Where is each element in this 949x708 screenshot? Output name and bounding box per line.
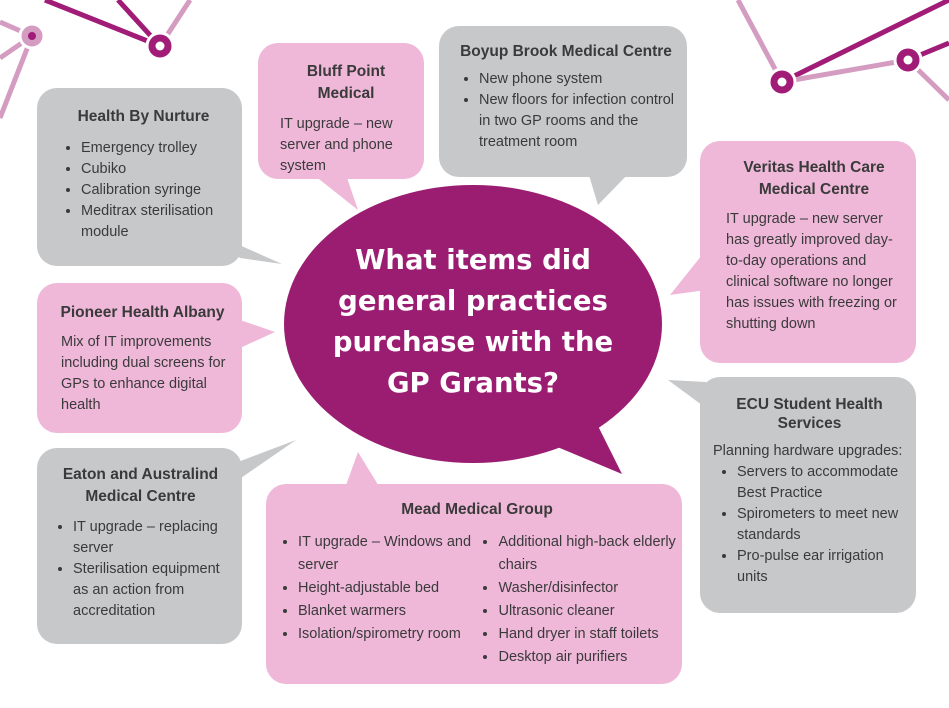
bubble-health-by-nurture: Health By Nurture Emergency trolley Cubi… [37, 88, 242, 266]
item-list: IT upgrade – replacing server Sterilisat… [49, 517, 232, 622]
tail-boyup-brook [588, 172, 630, 205]
bubble-title: Health By Nurture [77, 108, 210, 125]
tail-eaton [238, 440, 296, 480]
list-item: Hand dryer in staff toilets [498, 623, 676, 646]
list-item: IT upgrade – replacing server [73, 517, 232, 559]
central-question: What items did general practices purchas… [332, 244, 614, 399]
list-item: Washer/disinfector [498, 577, 676, 600]
bubble-eaton: Eaton and Australind Medical Centre IT u… [37, 448, 242, 644]
bubble-text: IT upgrade – new server and phone system [280, 116, 393, 174]
list-item: Meditrax sterilisation module [81, 201, 230, 243]
bubble-title: Pioneer Health Albany [60, 304, 225, 321]
list-item: Calibration syringe [81, 180, 230, 201]
tail-pioneer [240, 320, 275, 348]
bubble-title: Bluff Point Medical [306, 63, 386, 102]
network-decoration-top-left [0, 0, 193, 119]
list-item: Pro-pulse ear irrigation units [737, 546, 906, 588]
tail-bluff-point [310, 172, 358, 210]
item-list-right: Additional high-back elderly chairs Wash… [478, 531, 676, 669]
list-item: Blanket warmers [298, 600, 478, 623]
list-item: New phone system [479, 69, 677, 90]
bubble-title: Veritas Health Care Medical Centre [743, 159, 885, 198]
list-item: Cubiko [81, 159, 230, 180]
network-decoration-top-right [735, 0, 949, 102]
central-question-bubble: What items did general practices purchas… [284, 185, 662, 463]
tail-mead [345, 452, 380, 488]
bubble-pioneer: Pioneer Health Albany Mix of IT improvem… [37, 283, 242, 433]
bubble-intro: Planning hardware upgrades: [713, 443, 903, 459]
list-item: Sterilisation equipment as an action fro… [73, 559, 232, 622]
item-list: Emergency trolley Cubiko Calibration syr… [57, 138, 230, 243]
item-list: Servers to accommodate Best Practice Spi… [713, 462, 906, 588]
tail-central [555, 420, 622, 474]
item-list: New phone system New floors for infectio… [455, 69, 677, 153]
list-item: Spirometers to meet new standards [737, 504, 906, 546]
item-list-left: IT upgrade – Windows and server Height-a… [278, 531, 478, 669]
bubble-title: Mead Medical Group [401, 501, 553, 518]
list-item: New floors for infection control in two … [479, 90, 677, 153]
tail-ecu [668, 380, 706, 408]
list-item: Desktop air purifiers [498, 646, 676, 669]
list-item: Emergency trolley [81, 138, 230, 159]
bubble-ecu: ECU Student Health Services Planning har… [700, 377, 916, 613]
bubble-text: Mix of IT improvements including dual sc… [61, 334, 226, 413]
bubble-title: ECU Student Health Services [736, 396, 883, 432]
bubble-title: Eaton and Australind Medical Centre [62, 466, 219, 505]
list-item: Height-adjustable bed [298, 577, 478, 600]
bubble-bluff-point: Bluff Point Medical IT upgrade – new ser… [258, 43, 424, 179]
bubble-veritas: Veritas Health Care Medical Centre IT up… [700, 141, 916, 363]
list-item: IT upgrade – Windows and server [298, 531, 478, 577]
list-item: Ultrasonic cleaner [498, 600, 676, 623]
tail-veritas [670, 250, 706, 295]
bubble-title: Boyup Brook Medical Centre [460, 43, 672, 60]
bubble-mead: Mead Medical Group IT upgrade – Windows … [266, 484, 682, 684]
bubble-boyup-brook: Boyup Brook Medical Centre New phone sys… [439, 26, 687, 177]
mead-columns: IT upgrade – Windows and server Height-a… [278, 531, 676, 669]
list-item: Isolation/spirometry room [298, 623, 478, 646]
list-item: Servers to accommodate Best Practice [737, 462, 906, 504]
bubble-text: IT upgrade – new server has greatly impr… [726, 211, 897, 332]
list-item: Additional high-back elderly chairs [498, 531, 676, 577]
